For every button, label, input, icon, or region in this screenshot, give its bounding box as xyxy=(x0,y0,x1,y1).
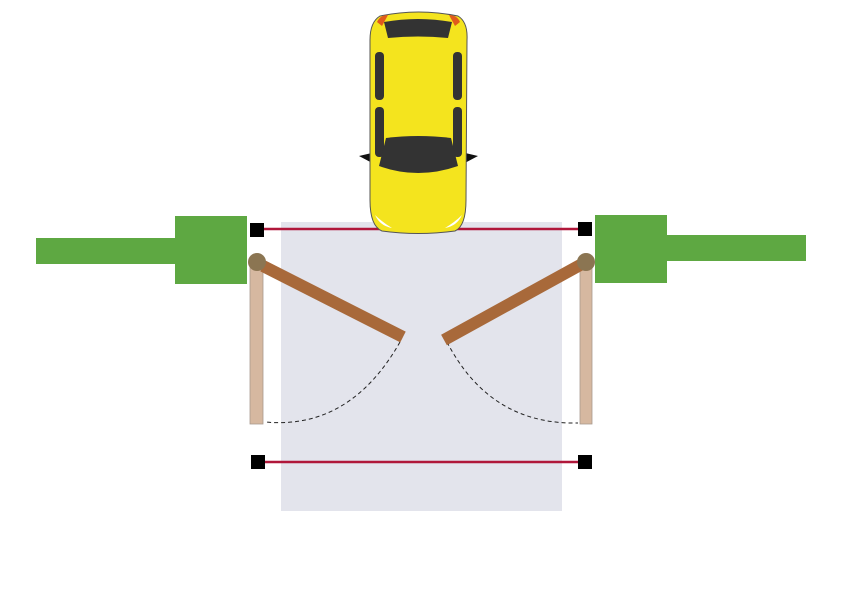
tail-light-right xyxy=(449,15,460,26)
windshield xyxy=(379,136,458,173)
left-swing-path xyxy=(264,341,401,424)
photocell-bottom-left xyxy=(251,455,265,469)
right-gate-closed-position xyxy=(579,261,593,425)
right-rear-side-window xyxy=(453,52,462,100)
left-wall xyxy=(36,216,247,284)
left-gate-pivot xyxy=(248,253,266,271)
left-front-side-window xyxy=(375,107,384,157)
left-rear-side-window xyxy=(375,52,384,100)
car xyxy=(359,11,478,234)
gate-zone xyxy=(281,222,562,511)
right-wall-bar xyxy=(666,235,806,261)
right-front-side-window xyxy=(453,107,462,157)
photocell-top-right xyxy=(578,222,592,236)
left-wall-bar xyxy=(36,238,176,264)
photocell-top-left xyxy=(250,223,264,237)
rear-window xyxy=(384,19,452,38)
tail-light-left xyxy=(377,15,388,26)
left-gate-closed-position xyxy=(249,261,264,425)
car-body xyxy=(369,11,468,234)
right-wall xyxy=(595,215,806,283)
photocell-bottom-right xyxy=(578,455,592,469)
left-wall-pillar xyxy=(175,216,247,284)
left-gate-arm[interactable] xyxy=(260,260,406,343)
right-gate-pivot xyxy=(577,253,595,271)
right-wall-pillar xyxy=(595,215,667,283)
right-swing-path xyxy=(446,341,579,424)
right-gate-arm[interactable] xyxy=(441,258,585,346)
